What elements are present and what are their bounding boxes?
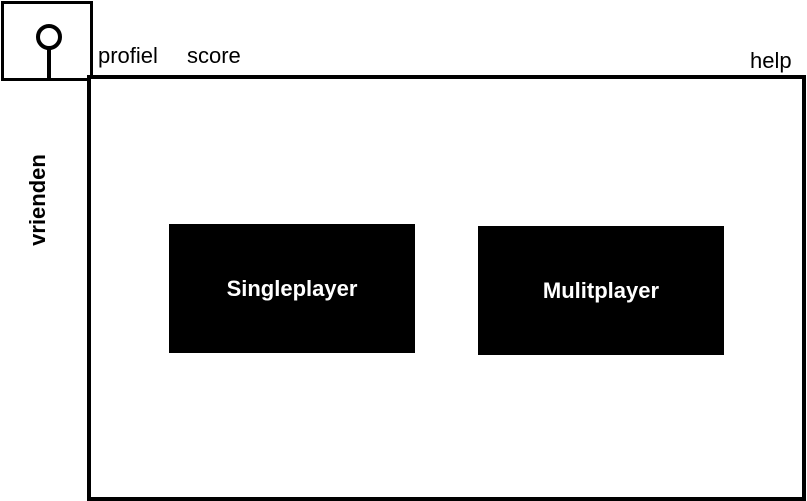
multiplayer-button[interactable]: Mulitplayer <box>478 226 724 355</box>
friends-sidebar-label[interactable]: vrienden <box>25 154 50 246</box>
singleplayer-button[interactable]: Singleplayer <box>169 224 415 353</box>
user-pin-icon <box>36 24 62 78</box>
nav-profiel-link[interactable]: profiel <box>98 43 158 68</box>
nav-score-link[interactable]: score <box>187 43 241 68</box>
nav-help-link[interactable]: help <box>750 48 792 73</box>
avatar[interactable] <box>1 1 93 81</box>
